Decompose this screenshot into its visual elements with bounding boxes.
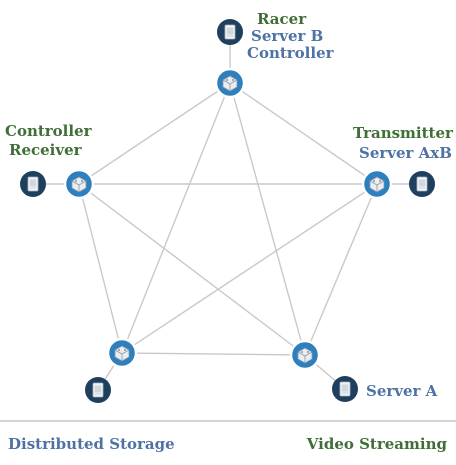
footer-left-label: Distributed Storage [8, 435, 175, 453]
server-icon[interactable] [84, 376, 112, 404]
network-link-right-bottom-right [304, 183, 378, 356]
server-icon[interactable] [216, 18, 244, 46]
router-icon[interactable] [361, 168, 393, 200]
node-label: Racer [257, 10, 307, 28]
node-label: Server B [251, 27, 323, 45]
server-icon[interactable] [408, 170, 436, 198]
network-link-top-right [229, 82, 378, 185]
network-link-top-bottom-left [121, 82, 231, 354]
node-label: Receiver [9, 141, 83, 159]
network-link-left-bottom-left [78, 183, 123, 354]
network-links [78, 82, 378, 356]
node-label: Transmitter [353, 124, 454, 142]
node-label: Controller [247, 44, 335, 62]
network-link-left-bottom-right [78, 183, 306, 356]
footer-right-label: Video Streaming [306, 435, 448, 453]
network-link-top-left [78, 82, 231, 185]
server-icon[interactable] [331, 375, 359, 403]
node-right: Transmitter Server AxB [353, 124, 454, 200]
network-link-right-bottom-left [121, 183, 378, 354]
server-icon[interactable] [19, 170, 47, 198]
node-label: Controller [5, 122, 93, 140]
router-icon[interactable] [289, 339, 321, 371]
network-link-bottom-left-bottom-right [121, 352, 306, 356]
node-bottom-right: Server A [289, 339, 438, 403]
node-left: Controller Receiver [5, 122, 95, 200]
router-icon[interactable] [63, 168, 95, 200]
node-top: Racer Server B Controller [214, 10, 335, 99]
network-link-top-bottom-right [229, 82, 306, 356]
router-icon[interactable] [214, 67, 246, 99]
node-label: Server A [366, 382, 438, 400]
router-icon[interactable] [106, 337, 138, 369]
node-label: Server AxB [359, 144, 452, 162]
